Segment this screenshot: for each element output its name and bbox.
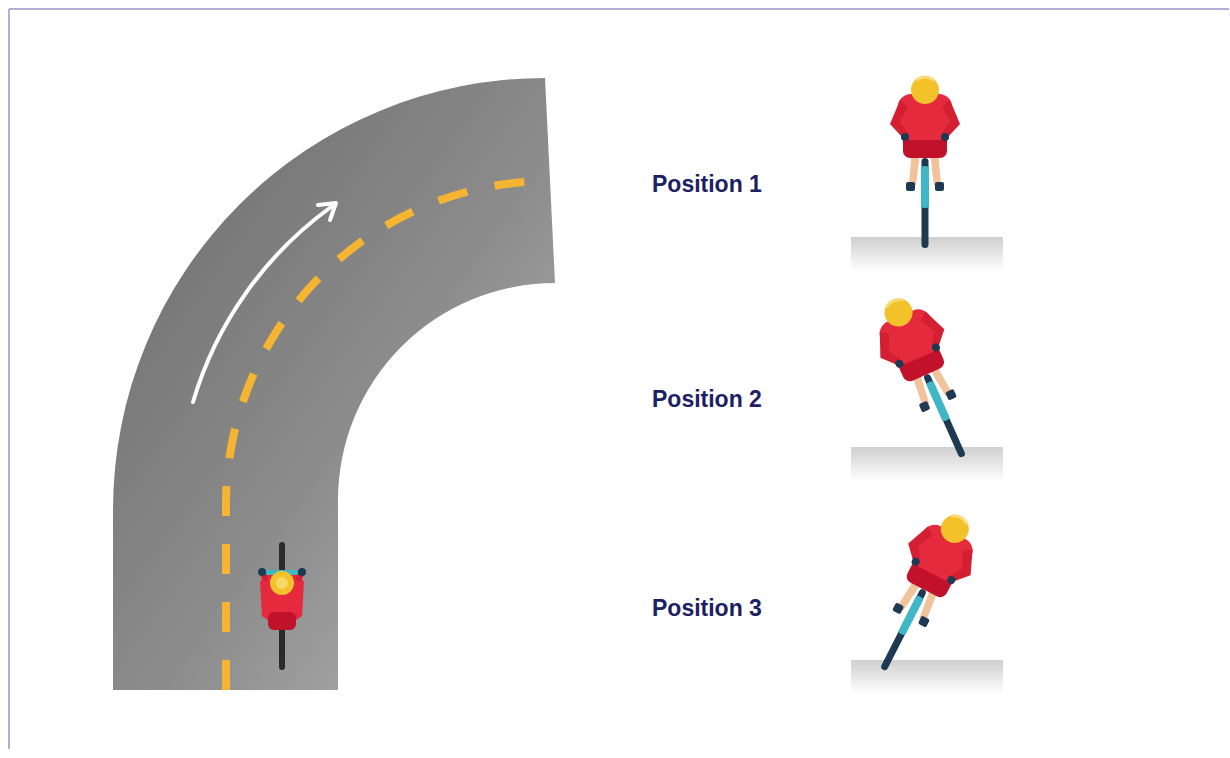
cyclist-top-view	[258, 542, 306, 670]
position-2-illustration	[851, 285, 1003, 481]
position-label: Position 2	[652, 387, 762, 412]
ground-bar	[851, 660, 1003, 694]
rider-upright	[890, 76, 960, 248]
position-label: Position 3	[652, 596, 762, 621]
position-label: Position 1	[652, 172, 762, 197]
frame-border	[9, 9, 1229, 749]
road-surface	[113, 78, 555, 690]
direction-arrowhead	[318, 203, 336, 220]
position-3-illustration	[851, 501, 1003, 694]
road	[113, 78, 555, 690]
direction-arrow	[193, 207, 331, 402]
position-1-illustration	[851, 76, 1003, 271]
rider-leaning	[861, 285, 995, 471]
ground-bar	[851, 447, 1003, 481]
rider-leaning	[852, 501, 992, 686]
